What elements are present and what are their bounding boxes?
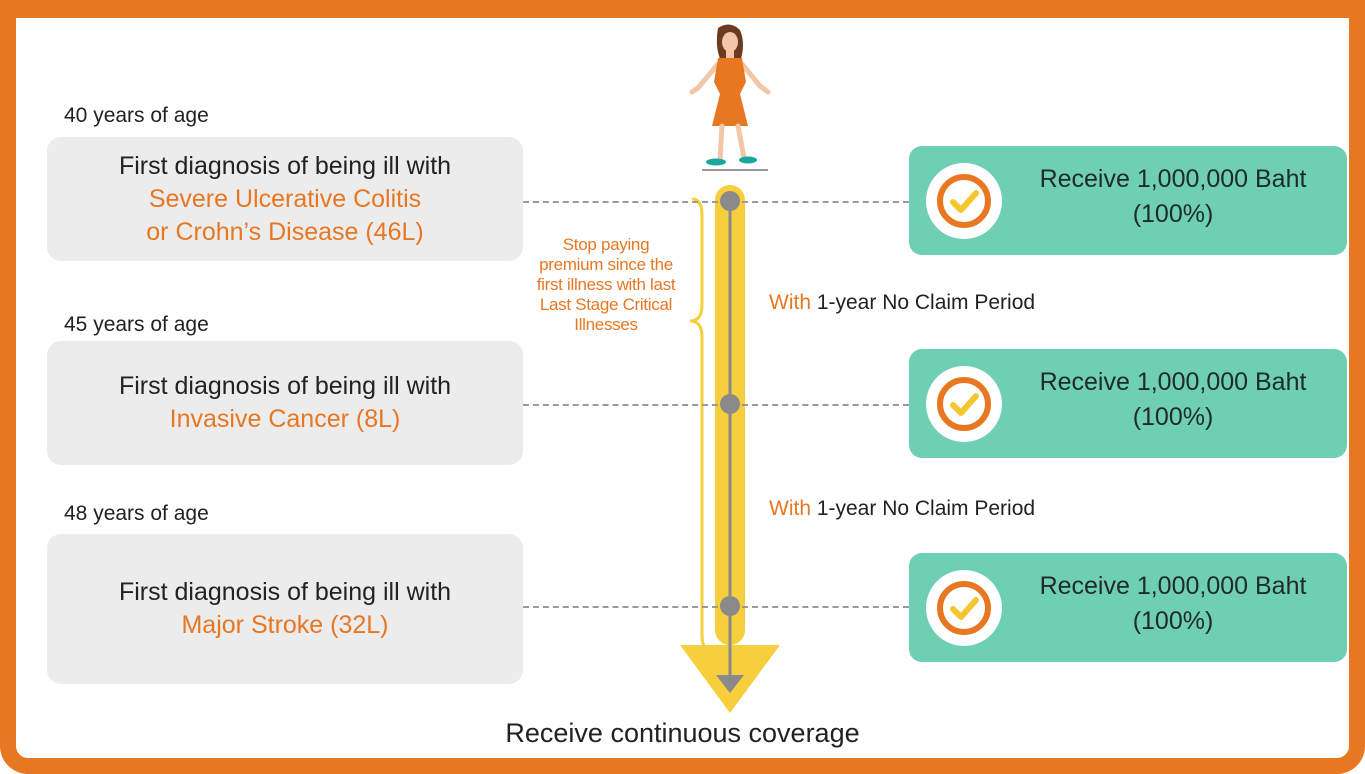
period-text: 1-year No Claim Period <box>811 497 1036 520</box>
period-with: With <box>769 291 811 314</box>
continuous-coverage-caption: Receive continuous coverage <box>505 718 860 748</box>
age-label-2: 45 years of age <box>64 313 209 336</box>
diagnosis-box-2: First diagnosis of being ill with Invasi… <box>47 341 523 465</box>
disease-name: Major Stroke (32L) <box>181 611 389 639</box>
diagnosis-intro: First diagnosis of being ill with <box>118 372 452 400</box>
period-text: 1-year No Claim Period <box>811 291 1036 314</box>
receive-amount: Receive 1,000,000 Baht (100%) <box>1039 368 1307 431</box>
timeline-node-3 <box>720 596 740 616</box>
stop-premium-note: Stop paying premium since the first illn… <box>536 235 676 334</box>
timeline-node-1 <box>720 191 740 211</box>
period-with: With <box>769 497 811 520</box>
check-circle-icon <box>926 570 1002 646</box>
curly-brace-icon <box>689 197 713 653</box>
connector-line-1-right <box>742 201 909 203</box>
connector-line-3-right <box>742 606 909 608</box>
timeline-arrow-icon <box>680 185 780 713</box>
receive-box-3: Receive 1,000,000 Baht (100%) <box>909 553 1347 662</box>
connector-line-2-left <box>523 404 718 406</box>
no-claim-period-2: With 1-year No Claim Period <box>769 497 1035 521</box>
receive-box-1: Receive 1,000,000 Baht (100%) <box>909 146 1347 255</box>
age-label-1: 40 years of age <box>64 104 209 127</box>
woman-figure-icon <box>689 24 771 171</box>
connector-line-2-right <box>742 404 909 406</box>
diagnosis-intro: First diagnosis of being ill with <box>118 578 452 606</box>
connector-line-1-left <box>523 201 718 203</box>
disease-name: Severe Ulcerative Colitis or Crohn’s Dis… <box>146 184 424 246</box>
receive-amount: Receive 1,000,000 Baht (100%) <box>1039 165 1307 228</box>
check-circle-icon <box>926 366 1002 442</box>
age-label-3: 48 years of age <box>64 502 209 525</box>
diagnosis-box-1: First diagnosis of being ill with Severe… <box>47 137 523 261</box>
no-claim-period-1: With 1-year No Claim Period <box>769 291 1035 315</box>
connector-line-3-left <box>523 606 718 608</box>
diagnosis-box-3: First diagnosis of being ill with Major … <box>47 534 523 684</box>
timeline-node-2 <box>720 394 740 414</box>
check-circle-icon <box>926 163 1002 239</box>
receive-amount: Receive 1,000,000 Baht (100%) <box>1039 572 1307 635</box>
disease-name: Invasive Cancer (8L) <box>169 405 401 433</box>
receive-box-2: Receive 1,000,000 Baht (100%) <box>909 349 1347 458</box>
diagnosis-intro: First diagnosis of being ill with <box>118 151 452 180</box>
